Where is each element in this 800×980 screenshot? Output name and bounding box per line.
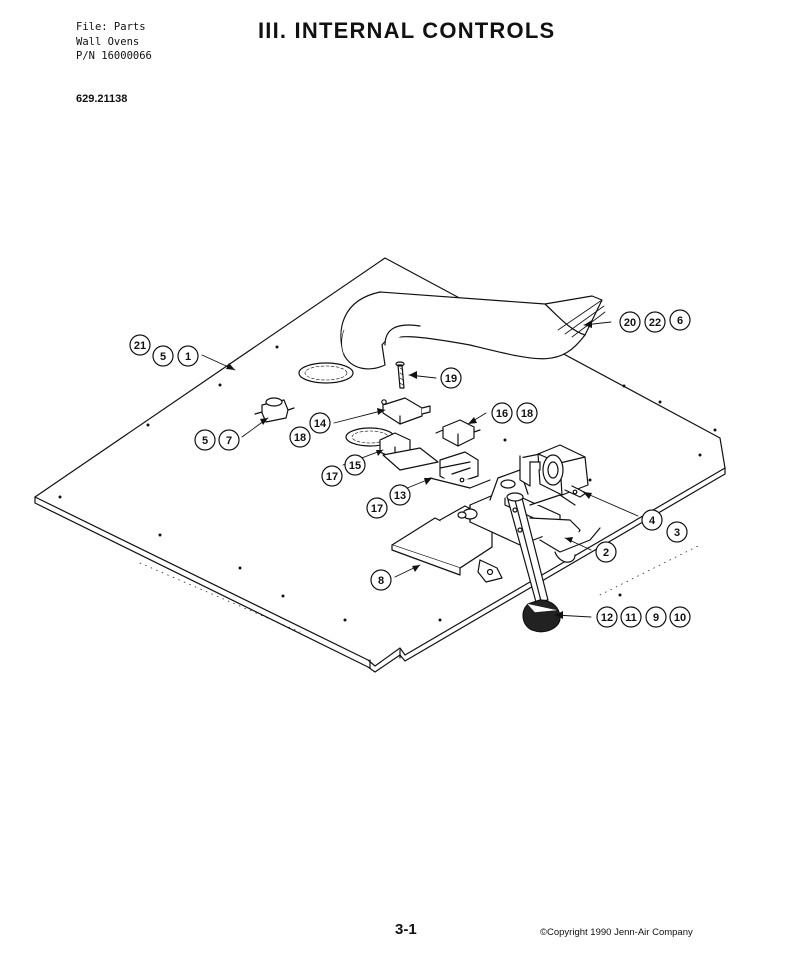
callout-marker: 2: [595, 541, 617, 563]
file-meta: File: Parts Wall Ovens P/N 16000066: [76, 20, 152, 64]
switch-part-16: [435, 419, 481, 447]
vent-duct: [340, 291, 606, 370]
callout-label: 14: [314, 418, 327, 430]
callout-marker: 19: [440, 367, 462, 389]
callout-marker: 8: [370, 569, 392, 591]
callout-marker: 15: [344, 454, 366, 476]
callout-marker: 5: [152, 345, 174, 367]
callout-label: 13: [394, 490, 406, 502]
callout-marker: 1: [177, 345, 199, 367]
callout-label: 5: [202, 435, 208, 447]
callout-marker: 20: [619, 311, 641, 333]
callout-marker: 9: [645, 606, 667, 628]
switch-part-7: [254, 397, 295, 423]
file-line: File: Parts: [76, 21, 146, 33]
callout-label: 18: [521, 408, 533, 420]
callout-label: 5: [160, 351, 166, 363]
callout-label: 9: [653, 612, 659, 624]
callout-marker: 22: [644, 311, 666, 333]
file-line: Wall Ovens: [76, 35, 140, 48]
callout-marker: 6: [669, 309, 691, 331]
callout-label: 18: [294, 432, 306, 444]
callout-label: 6: [677, 315, 683, 327]
callout-label: 2: [603, 547, 609, 559]
callout-label: 10: [674, 612, 686, 624]
leader-arrows: [226, 320, 592, 619]
panel-opening: [298, 362, 354, 384]
callout-marker: 16: [491, 402, 513, 424]
callout-label: 16: [496, 408, 508, 420]
callout-marker: 18: [516, 402, 538, 424]
file-line: P/N 16000066: [76, 50, 152, 62]
callout-label: 21: [134, 340, 146, 352]
callout-marker: 5: [194, 429, 216, 451]
callout-label: 20: [624, 317, 636, 329]
callout-label: 1: [185, 351, 191, 363]
page-number: 3-1: [395, 921, 417, 938]
page-title: III. INTERNAL CONTROLS: [258, 18, 556, 43]
callout-marker: 13: [389, 484, 411, 506]
lever-handle-part-12: [506, 492, 561, 633]
callout-markers: 21 5 1 20 22 6 19 14 18 16 18 5 7 17 15 …: [129, 309, 691, 628]
model-number: 629.21138: [76, 93, 128, 105]
callout-marker: 10: [669, 606, 691, 628]
callout-label: 12: [601, 612, 613, 624]
bracket-part-13: [429, 451, 491, 489]
callout-marker: 7: [218, 429, 240, 451]
callout-marker: 18: [289, 426, 311, 448]
callout-label: 22: [649, 317, 661, 329]
callout-label: 11: [625, 612, 637, 624]
callout-marker: 21: [129, 334, 151, 356]
callout-marker: 17: [321, 465, 343, 487]
callout-label: 15: [349, 460, 361, 472]
callout-marker: 14: [309, 412, 331, 434]
callout-marker: 11: [620, 606, 642, 628]
screw-part-19: [395, 361, 405, 389]
callout-label: 7: [226, 435, 232, 447]
callout-label: 3: [674, 527, 680, 539]
switch-part-15: [379, 432, 439, 471]
copyright-notice: ©Copyright 1990 Jenn-Air Company: [540, 927, 693, 938]
callout-label: 4: [649, 515, 656, 527]
callout-marker: 3: [666, 521, 688, 543]
callout-marker: 17: [366, 497, 388, 519]
callout-label: 17: [326, 471, 338, 483]
mounting-holes: [58, 345, 717, 622]
callout-label: 19: [445, 373, 457, 385]
solenoid-part-4: [519, 444, 589, 498]
callout-marker: 4: [641, 509, 663, 531]
callout-label: 17: [371, 503, 383, 515]
callout-label: 8: [378, 575, 384, 587]
callout-marker: 12: [596, 606, 618, 628]
